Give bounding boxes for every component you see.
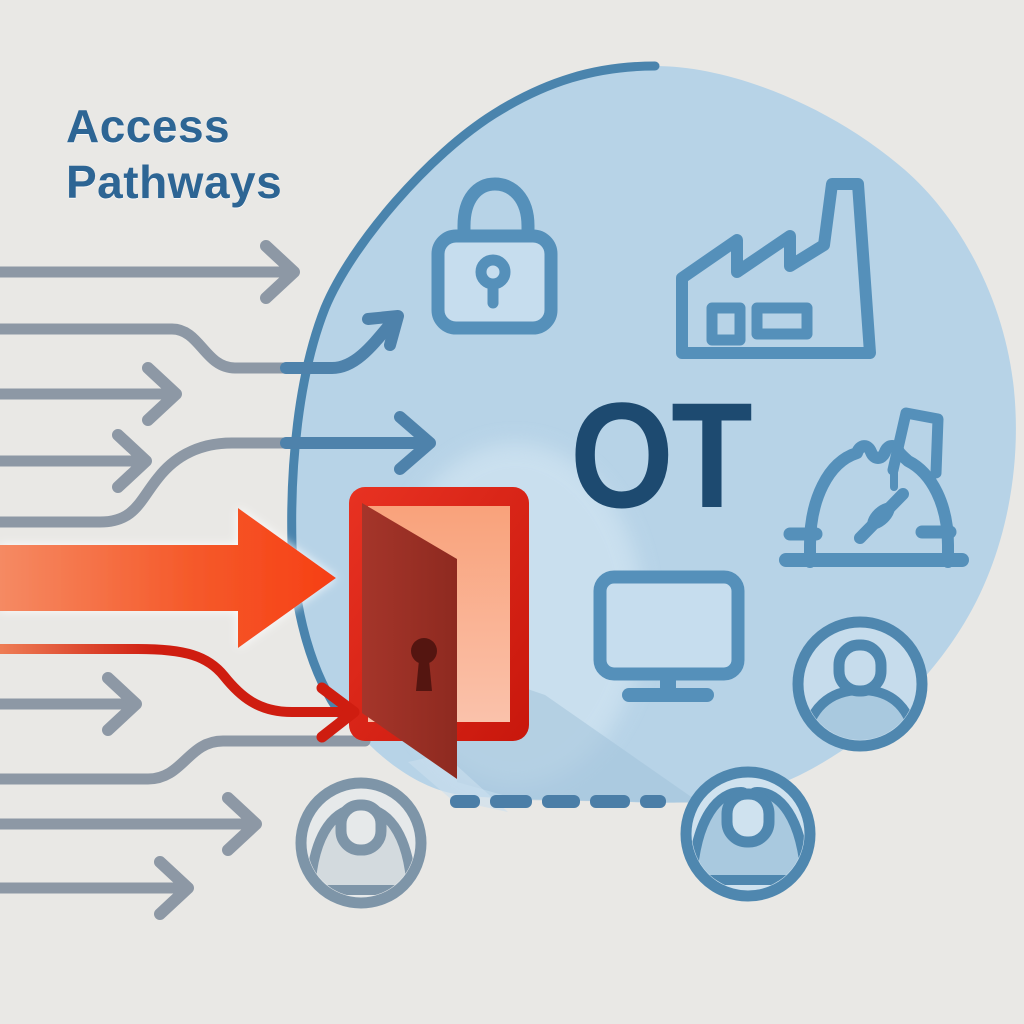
gauge-needle-hub xyxy=(867,502,895,530)
padlock-shackle xyxy=(457,177,535,247)
diagram-title: Access Pathways xyxy=(66,100,283,209)
monitor-neck xyxy=(660,672,676,692)
avatar-head xyxy=(721,788,775,848)
pathway-arrow-under-door xyxy=(0,735,371,785)
penetrating-arrowhead xyxy=(362,310,404,351)
pathway-arrowhead xyxy=(102,672,142,736)
blue-penetrating-arrows xyxy=(280,310,436,475)
pathway-arrowhead xyxy=(154,856,194,920)
pathway-arrowhead xyxy=(112,429,152,493)
door-keyhole-stem xyxy=(416,660,432,691)
penetrating-arrow-shaft xyxy=(280,316,398,374)
orange-attack-arrow xyxy=(0,508,336,648)
factory-window-1 xyxy=(706,302,746,346)
door-keyhole xyxy=(411,638,437,664)
factory-outline xyxy=(676,178,876,359)
user-avatar-icon-inside xyxy=(792,616,928,752)
breach-arrowhead xyxy=(316,682,360,743)
penetrating-arrowhead xyxy=(394,411,436,475)
factory-icon xyxy=(676,178,876,359)
door-leaf xyxy=(362,503,457,779)
boundary-dash xyxy=(490,795,532,808)
user-avatar-icon-boundary xyxy=(680,766,816,902)
open-door-icon xyxy=(349,487,529,779)
gauge-icon xyxy=(779,407,969,568)
monitor-screen xyxy=(593,570,745,681)
monitor-base xyxy=(622,688,714,702)
user-avatar-icon-outside xyxy=(295,777,427,909)
pathway-arrow-curved-shaft xyxy=(0,323,294,374)
boundary-dash xyxy=(640,795,666,808)
red-breach-arrow xyxy=(0,644,360,743)
gauge-valve xyxy=(887,407,944,479)
factory-window-2 xyxy=(751,302,813,340)
boundary-dash xyxy=(542,795,580,808)
breach-arrow-shaft xyxy=(0,644,351,717)
padlock-icon xyxy=(431,177,558,335)
dashed-boundary xyxy=(450,795,666,808)
gray-pathway-arrows xyxy=(0,240,371,920)
avatar-head xyxy=(335,799,387,856)
ot-zone-label: OT xyxy=(570,371,752,539)
boundary-dash xyxy=(450,795,480,808)
pathway-arrow-curved-shaft xyxy=(0,437,294,528)
pathway-arrowhead xyxy=(142,362,182,426)
boundary-dash xyxy=(590,795,630,808)
gauge-dome xyxy=(804,440,954,568)
monitor-icon xyxy=(593,570,745,702)
avatar-head xyxy=(833,639,887,697)
pathway-arrowhead xyxy=(222,792,262,856)
pathway-arrowhead xyxy=(260,240,300,304)
door-shadow-outside xyxy=(408,754,508,812)
